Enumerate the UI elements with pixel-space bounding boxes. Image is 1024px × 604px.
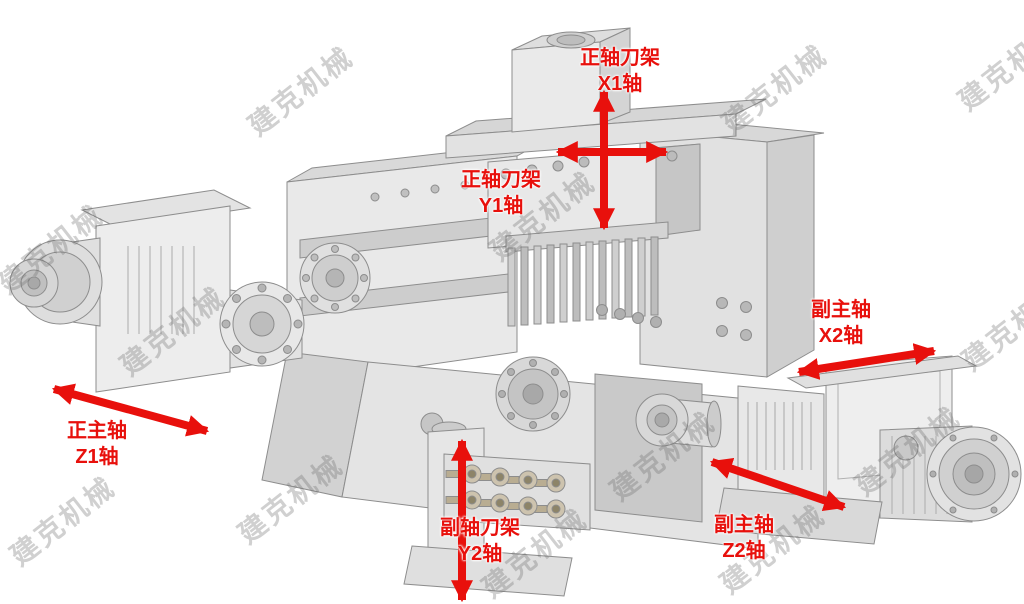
axis-label-x2: 副主轴 X2轴 bbox=[811, 297, 871, 350]
axis-label-z1: 正主轴 Z1轴 bbox=[67, 418, 127, 471]
axis-label-line: Z2轴 bbox=[722, 540, 766, 563]
axis-label-z2: 副主轴 Z2轴 bbox=[714, 512, 774, 565]
axis-label-line: 正轴刀架 bbox=[461, 169, 541, 191]
axis-label-line: Y1轴 bbox=[478, 195, 524, 218]
machine-bed bbox=[286, 141, 543, 386]
axis-label-y2: 副轴刀架 Y2轴 bbox=[440, 515, 520, 568]
axis-label-line: 副主轴 bbox=[811, 299, 871, 321]
axis-label-line: 正轴刀架 bbox=[580, 47, 660, 69]
axis-label-y1: 正轴刀架 Y1轴 bbox=[461, 167, 541, 220]
axis-label-line: 副轴刀架 bbox=[440, 517, 520, 539]
sub-spindle-unit bbox=[635, 355, 1022, 545]
axis-label-line: 副主轴 bbox=[714, 514, 774, 536]
axis-label-line: X1轴 bbox=[597, 73, 643, 96]
axis-label-line: X2轴 bbox=[818, 325, 864, 348]
gang-tool-post bbox=[505, 221, 669, 328]
main-spindle-unit bbox=[9, 189, 305, 393]
axis-label-line: Z1轴 bbox=[75, 446, 119, 469]
axis-label-line: Y2轴 bbox=[457, 543, 503, 566]
axis-label-line: 正主轴 bbox=[67, 420, 127, 442]
axis-label-x1: 正轴刀架 X1轴 bbox=[580, 45, 660, 98]
